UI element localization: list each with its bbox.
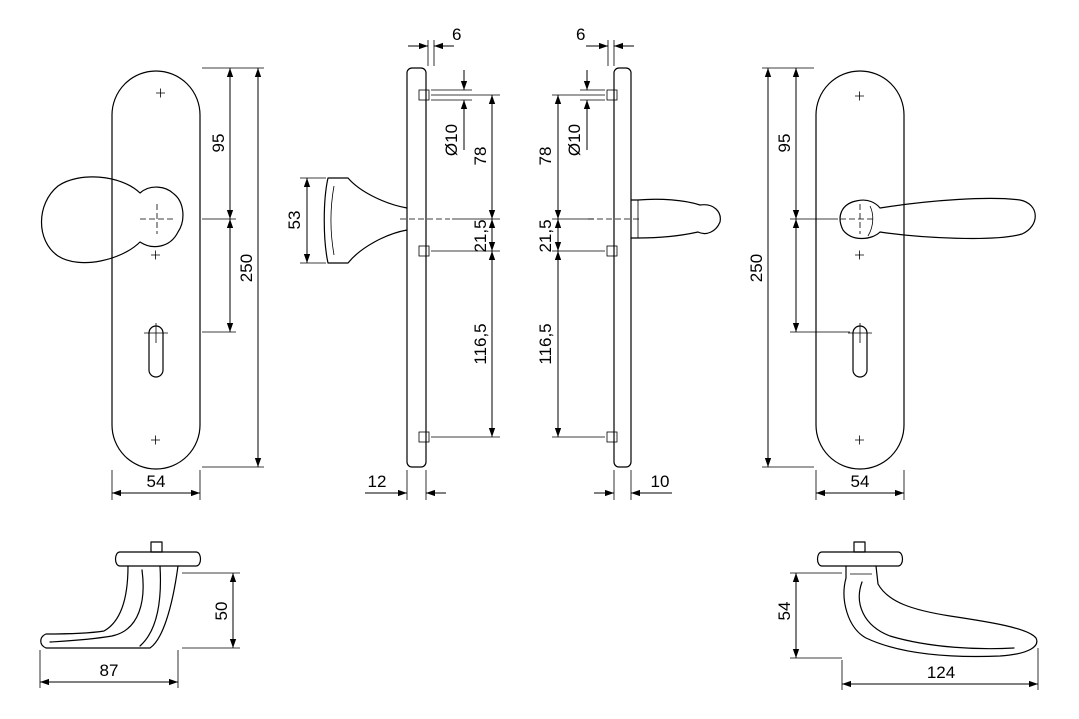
dim-screw-hole-diameter: Ø10: [565, 124, 584, 156]
lever-top-view: 54 124: [775, 541, 1039, 690]
lever-front-plate-outline: [815, 70, 905, 470]
keyhole-cylinder: [852, 325, 868, 378]
spindle-stub: [853, 541, 866, 553]
dim-height: 54: [775, 602, 794, 621]
dim-length: 87: [100, 661, 119, 680]
dim-spindle-to-keyhole: 95: [775, 134, 794, 153]
lever-side-view: 6 Ø10 78 21,5 116,5 10: [536, 25, 721, 500]
rose: [816, 551, 904, 567]
knob-side-profile: [323, 177, 408, 264]
screw-holes: [418, 89, 430, 443]
knob-lever-top-view: 50 87: [39, 541, 240, 688]
keyhole-center-mark: [144, 323, 168, 343]
knob-lever-shank-line: [139, 565, 162, 647]
rose: [114, 551, 202, 567]
dim-plate-width: 54: [147, 472, 166, 491]
spindle-stub: [150, 541, 163, 553]
dim-spindle-to-middle-screw: 21,5: [536, 219, 555, 252]
dim-plate-thickness: 10: [651, 472, 670, 491]
dim-spindle-to-keyhole: 95: [209, 134, 228, 153]
lever-inner-line: [858, 581, 1015, 650]
screw-hole-marks: [151, 88, 165, 445]
dim-height: 50: [212, 602, 231, 621]
dim-middle-to-bottom-screw: 116,5: [471, 323, 490, 364]
dim-plate-width: 54: [851, 472, 870, 491]
dim-screw-offset: 6: [576, 25, 585, 44]
spindle-center-mark: [140, 204, 175, 234]
knob-front-view: 95 250 54: [40, 67, 264, 500]
knob-outline: [40, 176, 184, 264]
dim-plate-height: 250: [747, 254, 766, 282]
dim-knob-diameter: 53: [285, 211, 304, 230]
screw-holes: [606, 89, 618, 443]
screw-hole-marks: [855, 91, 864, 445]
lever-front-view: 95 250 54: [747, 67, 1036, 500]
lever-side-plate-outline: [613, 67, 632, 468]
knob-side-view: 6 Ø10 78 21,5 116,5 53 12: [285, 25, 500, 500]
knob-side-plate-outline: [406, 67, 427, 468]
keyhole-cylinder: [148, 325, 164, 378]
lever-body: [843, 565, 1038, 658]
knob-front-plate-outline: [111, 70, 201, 470]
keyhole-center-mark: [848, 323, 872, 343]
lever-side-profile: [630, 198, 721, 239]
dim-spindle-to-middle-screw: 21,5: [471, 219, 490, 252]
dim-middle-to-bottom-screw: 116,5: [536, 323, 555, 364]
dim-screw-hole-diameter: Ø10: [442, 124, 461, 156]
dim-plate-thickness: 12: [368, 472, 387, 491]
dim-screw-offset: 6: [452, 25, 461, 44]
dim-length: 124: [927, 663, 955, 682]
knob-lever-inner-line: [49, 569, 144, 643]
knob-lever-body: [40, 565, 179, 649]
dim-top-screw-to-spindle: 78: [536, 147, 555, 166]
dim-plate-height: 250: [237, 254, 256, 282]
dim-top-screw-to-spindle: 78: [471, 147, 490, 166]
lever-handle-outline: [839, 197, 1036, 240]
spindle-center-mark: [840, 204, 876, 234]
